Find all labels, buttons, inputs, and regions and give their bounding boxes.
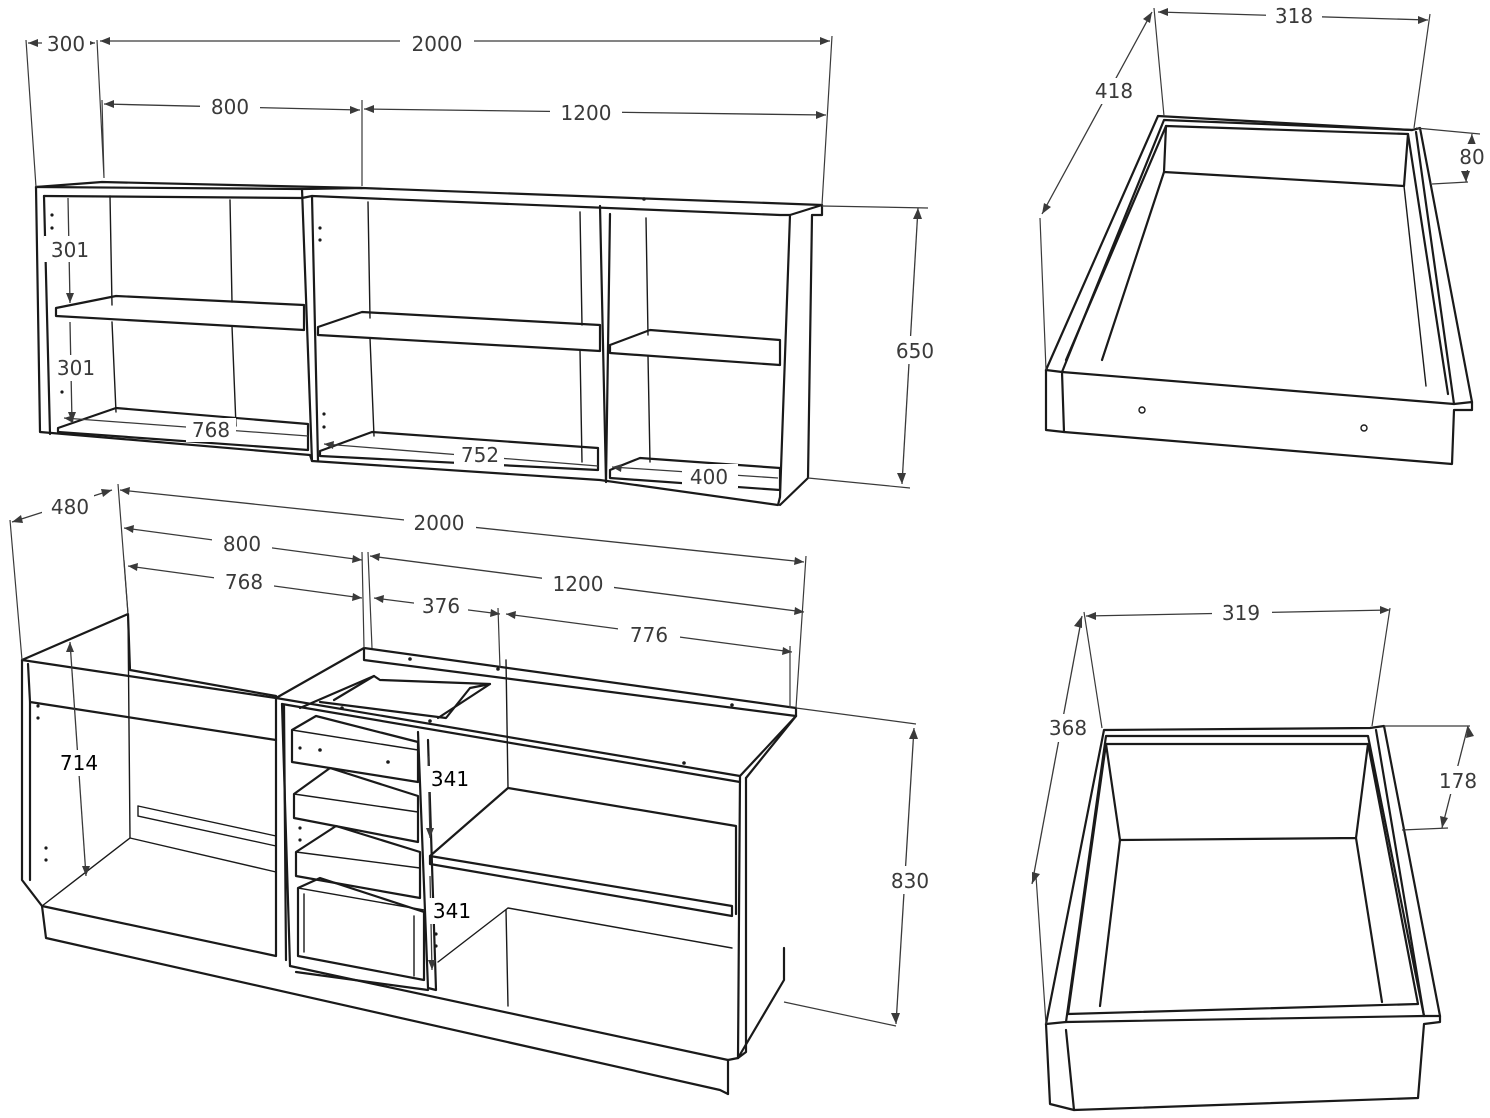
- drawer-large-width-label: 319: [1222, 601, 1260, 625]
- drawer-small-width-label: 318: [1275, 4, 1313, 28]
- upper-left-width-label: 800: [211, 95, 249, 119]
- drawer-large-depth-label: 368: [1049, 716, 1087, 740]
- lower-inner-height-label: 714: [60, 751, 98, 775]
- upper-inner-width-left-label: 768: [192, 418, 230, 442]
- lower-height-label: 830: [891, 869, 929, 893]
- lower-total-width-label: 2000: [414, 511, 465, 535]
- lower-left-width-label: 800: [223, 532, 261, 556]
- upper-cabinet: [34, 180, 824, 507]
- upper-inner-width-right-label: 400: [690, 465, 728, 489]
- lower-depth-label: 480: [51, 495, 89, 519]
- drawer-small: 318 418 80: [1039, 4, 1490, 466]
- upper-shelf-gap-top-label: 301: [51, 238, 89, 262]
- upper-total-width-label: 2000: [412, 32, 463, 56]
- drawer-large: 319 368 178: [1031, 600, 1484, 1112]
- lower-drawer-gap-upper-label: 341: [431, 767, 469, 791]
- upper-dimensions: 300 2000 800 1200 650 301 301 768 752 40…: [25, 30, 940, 489]
- lower-right-width-label: 1200: [553, 572, 604, 596]
- upper-shelf-gap-bottom-label: 301: [57, 356, 95, 380]
- lower-open-section-width-label: 776: [630, 623, 668, 647]
- drawer-small-depth-label: 418: [1095, 79, 1133, 103]
- lower-drawer-gap-lower-label: 341: [433, 899, 471, 923]
- upper-inner-width-middle-label: 752: [461, 443, 499, 467]
- lower-dimensions: 480 2000 800 1200 768 376 776 830 714 34…: [9, 483, 936, 1027]
- upper-depth-label: 300: [47, 32, 85, 56]
- lower-left-inner-width-label: 768: [225, 570, 263, 594]
- upper-right-width-label: 1200: [561, 101, 612, 125]
- lower-drawer-section-width-label: 376: [422, 594, 460, 618]
- drawer-large-height-label: 178: [1439, 769, 1477, 793]
- lower-cabinet: [20, 612, 798, 1096]
- upper-height-label: 650: [896, 339, 934, 363]
- drawer-small-height-label: 80: [1459, 145, 1484, 169]
